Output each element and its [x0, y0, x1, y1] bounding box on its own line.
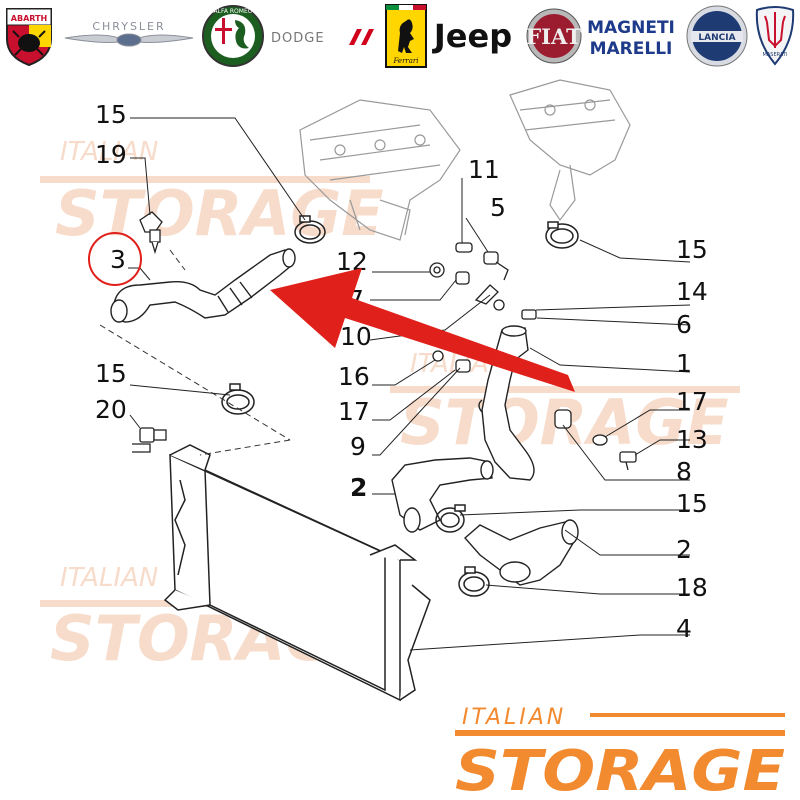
callout-numbers: 15 19 3 11 5 15 12 7 14 10 6 16 1 15 17 … — [95, 100, 708, 643]
svg-text:STORAGE: STORAGE — [455, 739, 785, 800]
callout-6: 6 — [676, 310, 692, 339]
hose-2-lower — [464, 519, 579, 586]
callout-4: 4 — [676, 614, 692, 643]
callout-17: 17 — [338, 397, 370, 426]
assembly-dashed-lines — [99, 249, 291, 456]
highlight-arrow — [270, 268, 575, 392]
svg-text:MASERATI: MASERATI — [763, 52, 788, 58]
lancia-logo-icon: LANCIA — [684, 4, 750, 68]
callout-20: 20 — [95, 395, 127, 424]
clamp-15-top — [294, 215, 326, 244]
svg-text:MAGNETI: MAGNETI — [587, 18, 675, 38]
svg-text:Ferrari: Ferrari — [392, 57, 418, 65]
fiat-logo-icon: FIAT — [524, 4, 584, 68]
clamp-15-left — [221, 383, 255, 415]
abarth-logo-icon: ABARTH — [0, 4, 58, 68]
svg-text:DODGE: DODGE — [271, 31, 325, 46]
intercooler-4 — [163, 444, 431, 702]
svg-text:ITALIAN: ITALIAN — [60, 563, 158, 593]
watermark-top: ITALIAN STORAGE — [40, 137, 384, 250]
callout-18: 18 — [676, 573, 708, 602]
callout-15: 15 — [95, 100, 127, 129]
callout-11: 11 — [468, 155, 500, 184]
clamp-18 — [458, 566, 490, 597]
hose-3 — [110, 248, 296, 323]
svg-text:FIAT: FIAT — [526, 24, 582, 49]
magneti-marelli-logo-icon: MAGNETI MARELLI — [584, 4, 678, 68]
ferrari-logo-icon: Ferrari — [382, 4, 430, 68]
callout-17: 17 — [676, 387, 708, 416]
svg-text:LANCIA: LANCIA — [698, 33, 735, 43]
alfa-romeo-logo-icon: ALFA ROMEO — [200, 4, 266, 68]
svg-text:MARELLI: MARELLI — [590, 39, 673, 59]
clamp-15-right — [545, 221, 579, 249]
callout-10: 10 — [340, 322, 372, 351]
callout-14: 14 — [676, 277, 708, 306]
callout-9: 9 — [350, 432, 366, 461]
callout-16: 16 — [338, 362, 370, 391]
maserati-logo-icon: MASERATI — [752, 4, 798, 68]
intake-manifold-left — [299, 99, 461, 241]
callout-1: 1 — [676, 349, 692, 378]
callout-3: 3 — [110, 245, 126, 274]
svg-text:Jeep: Jeep — [432, 17, 512, 55]
svg-text:ITALIAN: ITALIAN — [462, 705, 566, 730]
clamp-15-lower — [435, 504, 466, 533]
fittings-right — [554, 409, 637, 471]
sensor-20 — [132, 427, 167, 453]
callout-5: 5 — [490, 193, 506, 222]
svg-text:ABARTH: ABARTH — [11, 14, 47, 23]
callout-2: 2 — [350, 473, 367, 502]
svg-text:CHRYSLER: CHRYSLER — [92, 20, 165, 33]
svg-text:STORAGE: STORAGE — [55, 177, 384, 250]
callout-15: 15 — [676, 235, 708, 264]
highlight-circle — [88, 232, 142, 286]
sensor-19 — [139, 211, 163, 255]
callout-19: 19 — [95, 140, 127, 169]
callout-2: 2 — [676, 535, 692, 564]
italian-storage-logo: ITALIAN STORAGE — [455, 704, 785, 800]
callout-15: 15 — [676, 489, 708, 518]
jeep-logo-icon: Jeep — [430, 4, 516, 68]
callout-8: 8 — [676, 457, 692, 486]
svg-text:ALFA ROMEO: ALFA ROMEO — [214, 8, 253, 15]
svg-text:ITALIAN: ITALIAN — [60, 137, 158, 167]
intake-manifold-right — [509, 79, 631, 222]
leader-lines — [128, 117, 691, 651]
hose-2-upper — [391, 457, 494, 533]
callout-15: 15 — [95, 359, 127, 388]
chrysler-logo-icon: CHRYSLER — [60, 4, 198, 68]
dodge-logo-icon: DODGE — [268, 4, 378, 68]
callout-13: 13 — [676, 425, 708, 454]
